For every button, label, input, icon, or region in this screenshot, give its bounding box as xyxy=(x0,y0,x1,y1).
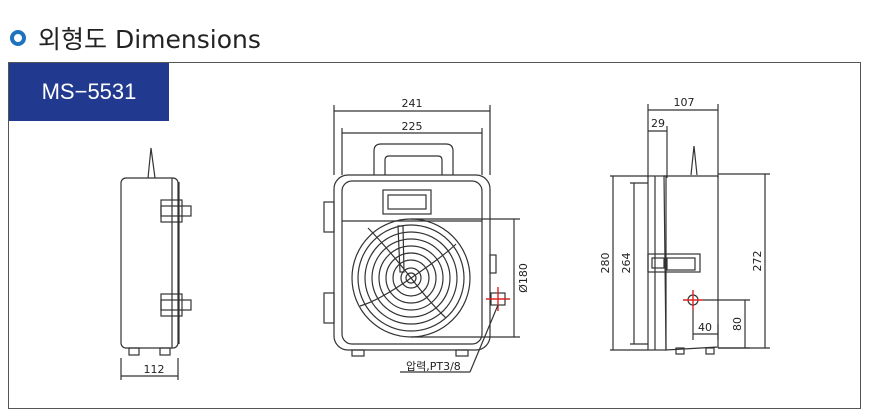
dim-front-width-outer: 241 xyxy=(402,97,423,110)
recorder-pen xyxy=(397,225,405,273)
section-header: 외형도 Dimensions xyxy=(10,18,261,58)
dim-front-width-inner: 225 xyxy=(402,120,423,133)
section-title: 외형도 Dimensions xyxy=(38,25,261,54)
dim-port-y: 80 xyxy=(731,317,744,331)
dim-port-x: 40 xyxy=(698,321,712,334)
circle-bullet-icon xyxy=(10,30,26,46)
latch xyxy=(647,253,701,273)
side-view-antenna xyxy=(147,147,156,179)
side-view xyxy=(120,147,192,380)
carry-handle xyxy=(373,143,454,175)
dim-height-total: 280 xyxy=(599,253,612,274)
right-view-body xyxy=(663,175,719,351)
front-view xyxy=(323,105,520,373)
dim-height-right: 272 xyxy=(751,251,764,272)
dim-port-label: 압력,PT3/8 xyxy=(406,360,461,373)
dial-chart xyxy=(351,218,471,338)
dim-right-offset: 29 xyxy=(651,117,665,130)
dimensions-frame: MS−5531 xyxy=(8,62,861,409)
dim-side-depth: 112 xyxy=(144,363,165,376)
dim-height-body: 264 xyxy=(620,253,633,274)
display-window xyxy=(382,189,432,215)
side-view-body xyxy=(120,177,179,349)
model-tab: MS−5531 xyxy=(9,63,169,121)
dim-dial-diameter: Ø180 xyxy=(517,263,530,293)
dim-right-depth: 107 xyxy=(674,96,695,109)
right-view-antenna xyxy=(690,145,698,176)
right-view xyxy=(610,104,770,355)
